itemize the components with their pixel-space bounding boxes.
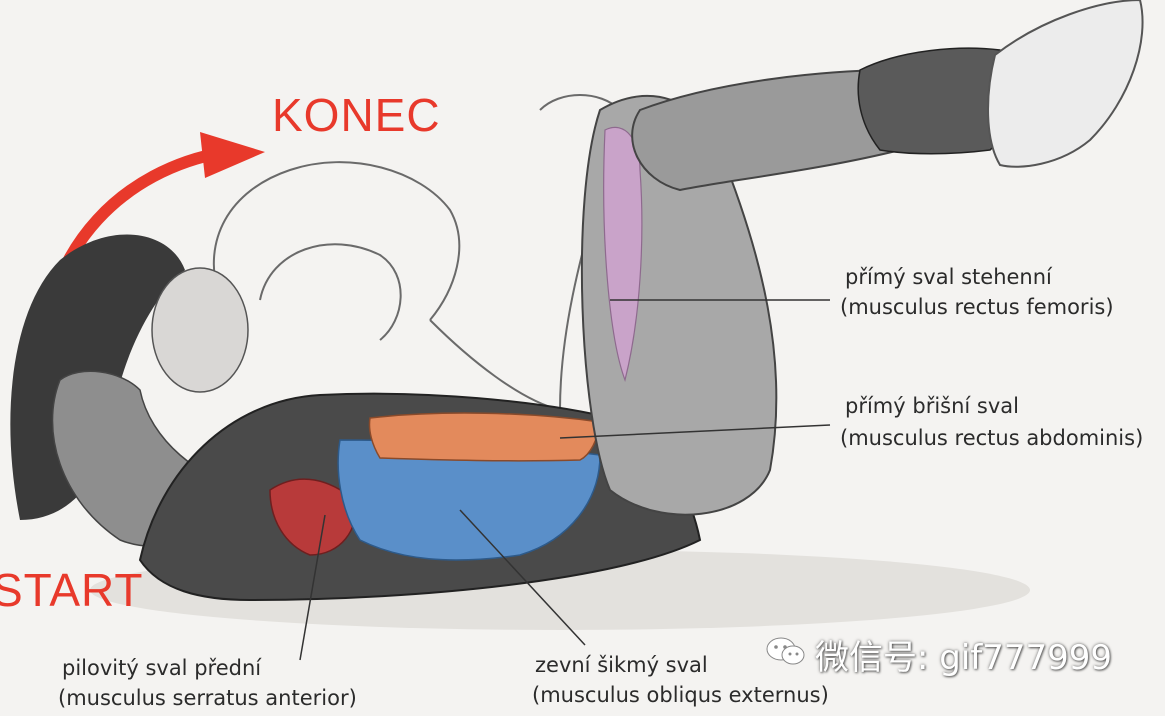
abdominis-muscle bbox=[368, 412, 601, 462]
ghost-outline-figure bbox=[212, 94, 622, 411]
rectus-abdominis-name: přímý břišní sval bbox=[845, 394, 1019, 418]
rectus-femoris-latin: (musculus rectus femoris) bbox=[840, 295, 1114, 319]
arrow-head-icon bbox=[200, 132, 265, 178]
wechat-watermark: 微信号: gif777999 bbox=[815, 638, 1113, 678]
end-phase-label: KONEC bbox=[272, 89, 441, 141]
rectus-femoris-name: přímý sval stehenní bbox=[845, 265, 1052, 289]
start-phase-label: START bbox=[0, 564, 144, 616]
shoe bbox=[987, 0, 1144, 168]
obliquus-latin: (musculus obliqus externus) bbox=[532, 683, 829, 707]
serratus-muscle bbox=[269, 478, 357, 556]
obliquus-name: zevní šikmý sval bbox=[535, 653, 708, 677]
serratus-latin: (musculus serratus anterior) bbox=[58, 686, 357, 710]
rectus-abdominis-latin: (musculus rectus abdominis) bbox=[840, 426, 1144, 450]
head bbox=[151, 267, 249, 393]
leader-line-obliquus bbox=[459, 509, 586, 646]
wechat-logo-icon bbox=[765, 635, 807, 667]
leader-line-abdominis bbox=[559, 424, 831, 439]
leader-line-serratus bbox=[299, 514, 326, 661]
serratus-name: pilovitý sval přední bbox=[62, 656, 262, 680]
